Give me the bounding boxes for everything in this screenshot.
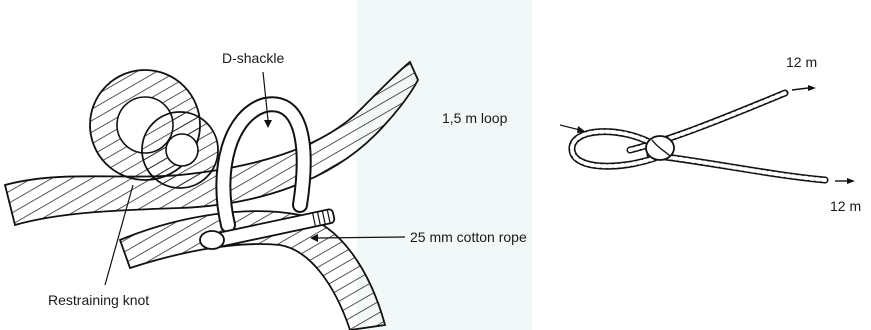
loop-figure: 1,5 m loop 12 m 12 m xyxy=(560,0,871,330)
shackle-knot-figure: D-shackle 25 mm cotton rope Restraining … xyxy=(0,0,560,330)
cotton-rope-label: 25 mm cotton rope xyxy=(410,229,527,245)
restraining-knot-shape xyxy=(90,70,218,188)
top-end-length-label: 12 m xyxy=(786,54,817,70)
bottom-end-length-label: 12 m xyxy=(830,198,861,214)
restraining-knot-label: Restraining knot xyxy=(48,292,149,308)
loop-illustration xyxy=(560,0,871,330)
loop-label: 1,5 m loop xyxy=(442,110,507,126)
d-shackle-label: D-shackle xyxy=(222,50,284,66)
